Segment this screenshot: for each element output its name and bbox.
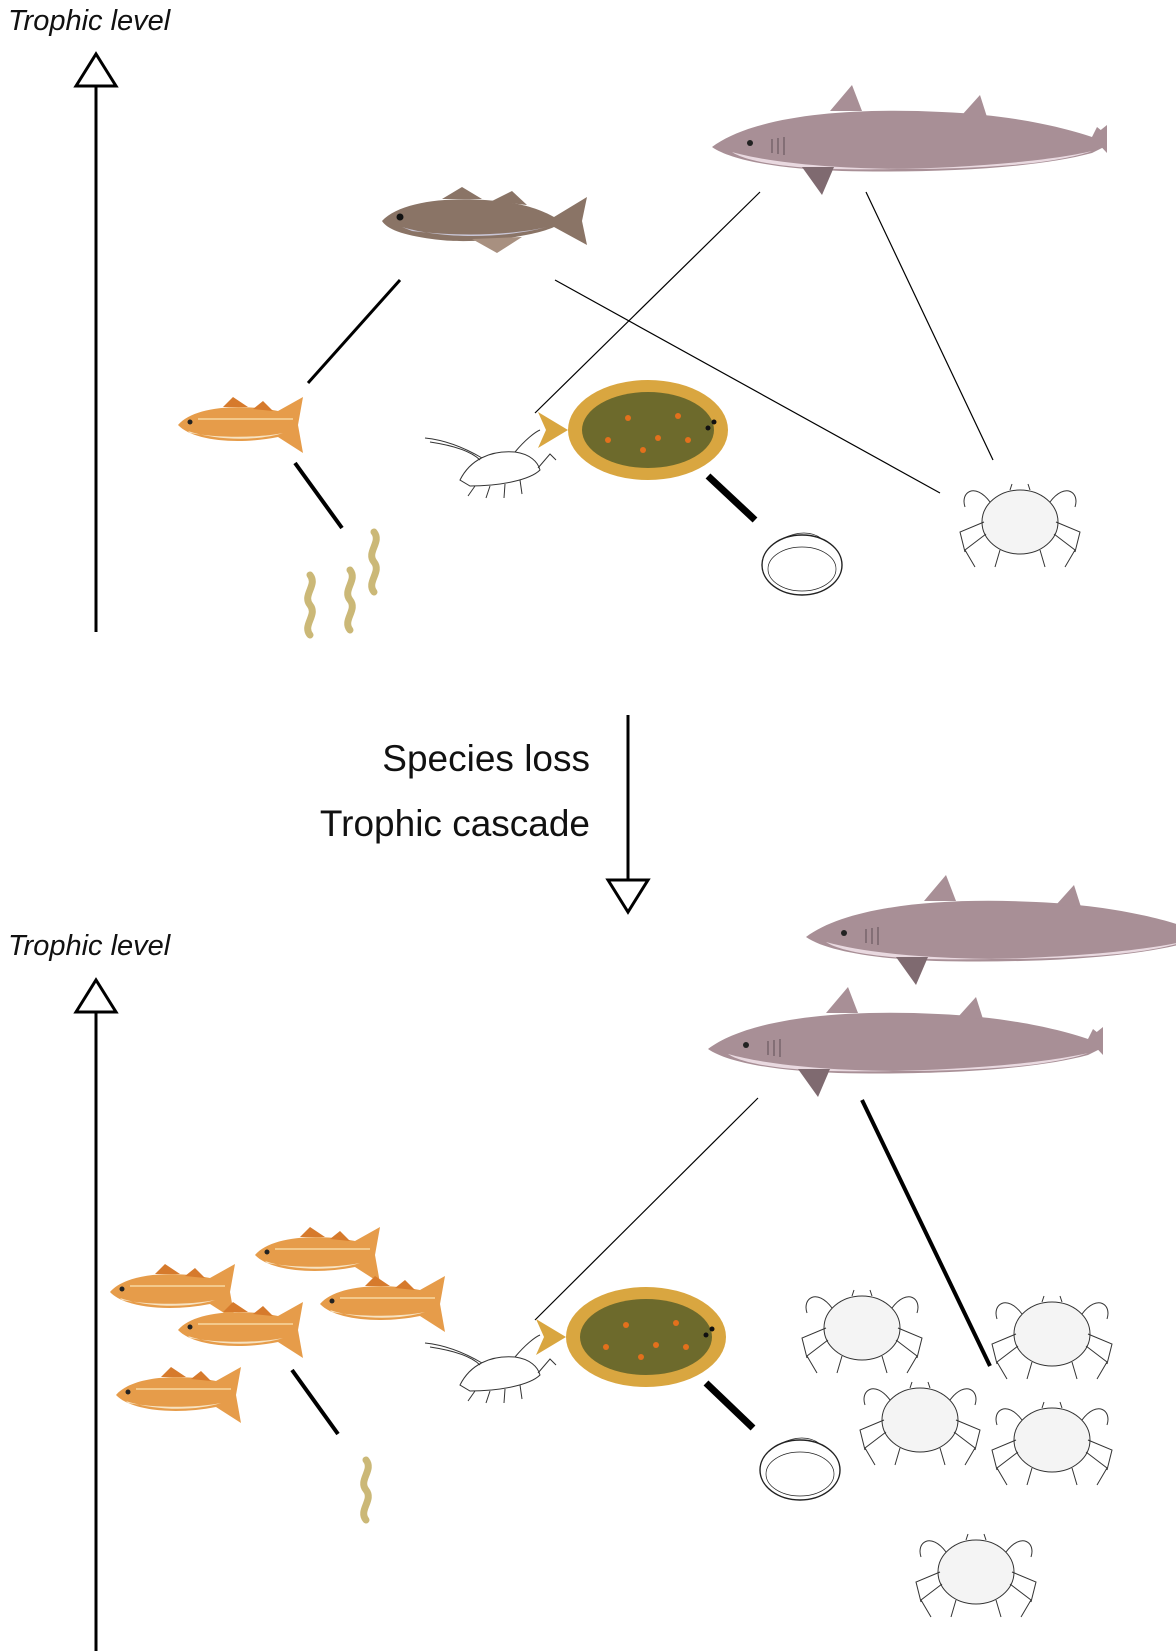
axis-arrowhead-bottom (76, 980, 116, 1012)
link-plaice-clam (706, 1383, 753, 1428)
transition-arrow (608, 715, 648, 912)
worm-icon (364, 1460, 369, 1520)
crab-icon (916, 1534, 1036, 1617)
crab-icon (992, 1402, 1112, 1485)
crab-icon (860, 1382, 980, 1465)
shrimp-icon (425, 1335, 556, 1403)
worm-icon (372, 532, 377, 592)
link-plaice-clam (708, 476, 755, 520)
axis-arrowhead-top (76, 54, 116, 86)
mullet-icon (255, 1227, 380, 1283)
link-mullet-worm (295, 463, 342, 528)
mullet-icon (110, 1264, 235, 1320)
link-cod-mullet (308, 280, 400, 383)
cod-icon (382, 187, 587, 253)
crab-icon (960, 484, 1080, 567)
mullet-icon (116, 1367, 241, 1423)
shark-icon (806, 875, 1176, 985)
link-shark-crab (866, 192, 993, 460)
down-arrowhead (608, 880, 648, 912)
crab-icon (992, 1296, 1112, 1379)
plaice-icon (536, 1287, 726, 1387)
top-panel (76, 54, 1107, 635)
link-mullet-worm (292, 1370, 338, 1434)
worm-icon (308, 575, 313, 635)
clam-icon (762, 533, 842, 595)
worm-icon (348, 570, 353, 630)
shark-icon (708, 987, 1103, 1097)
mullet-icon (178, 397, 303, 453)
plaice-icon (538, 380, 728, 480)
crab-icon (802, 1290, 922, 1373)
bottom-panel (76, 875, 1176, 1651)
mullet-icon (320, 1276, 445, 1332)
link-shark-shrimp (535, 1098, 758, 1320)
shark-icon (712, 85, 1107, 195)
clam-icon (760, 1438, 840, 1500)
shrimp-icon (425, 430, 556, 498)
mullet-icon (178, 1302, 303, 1358)
